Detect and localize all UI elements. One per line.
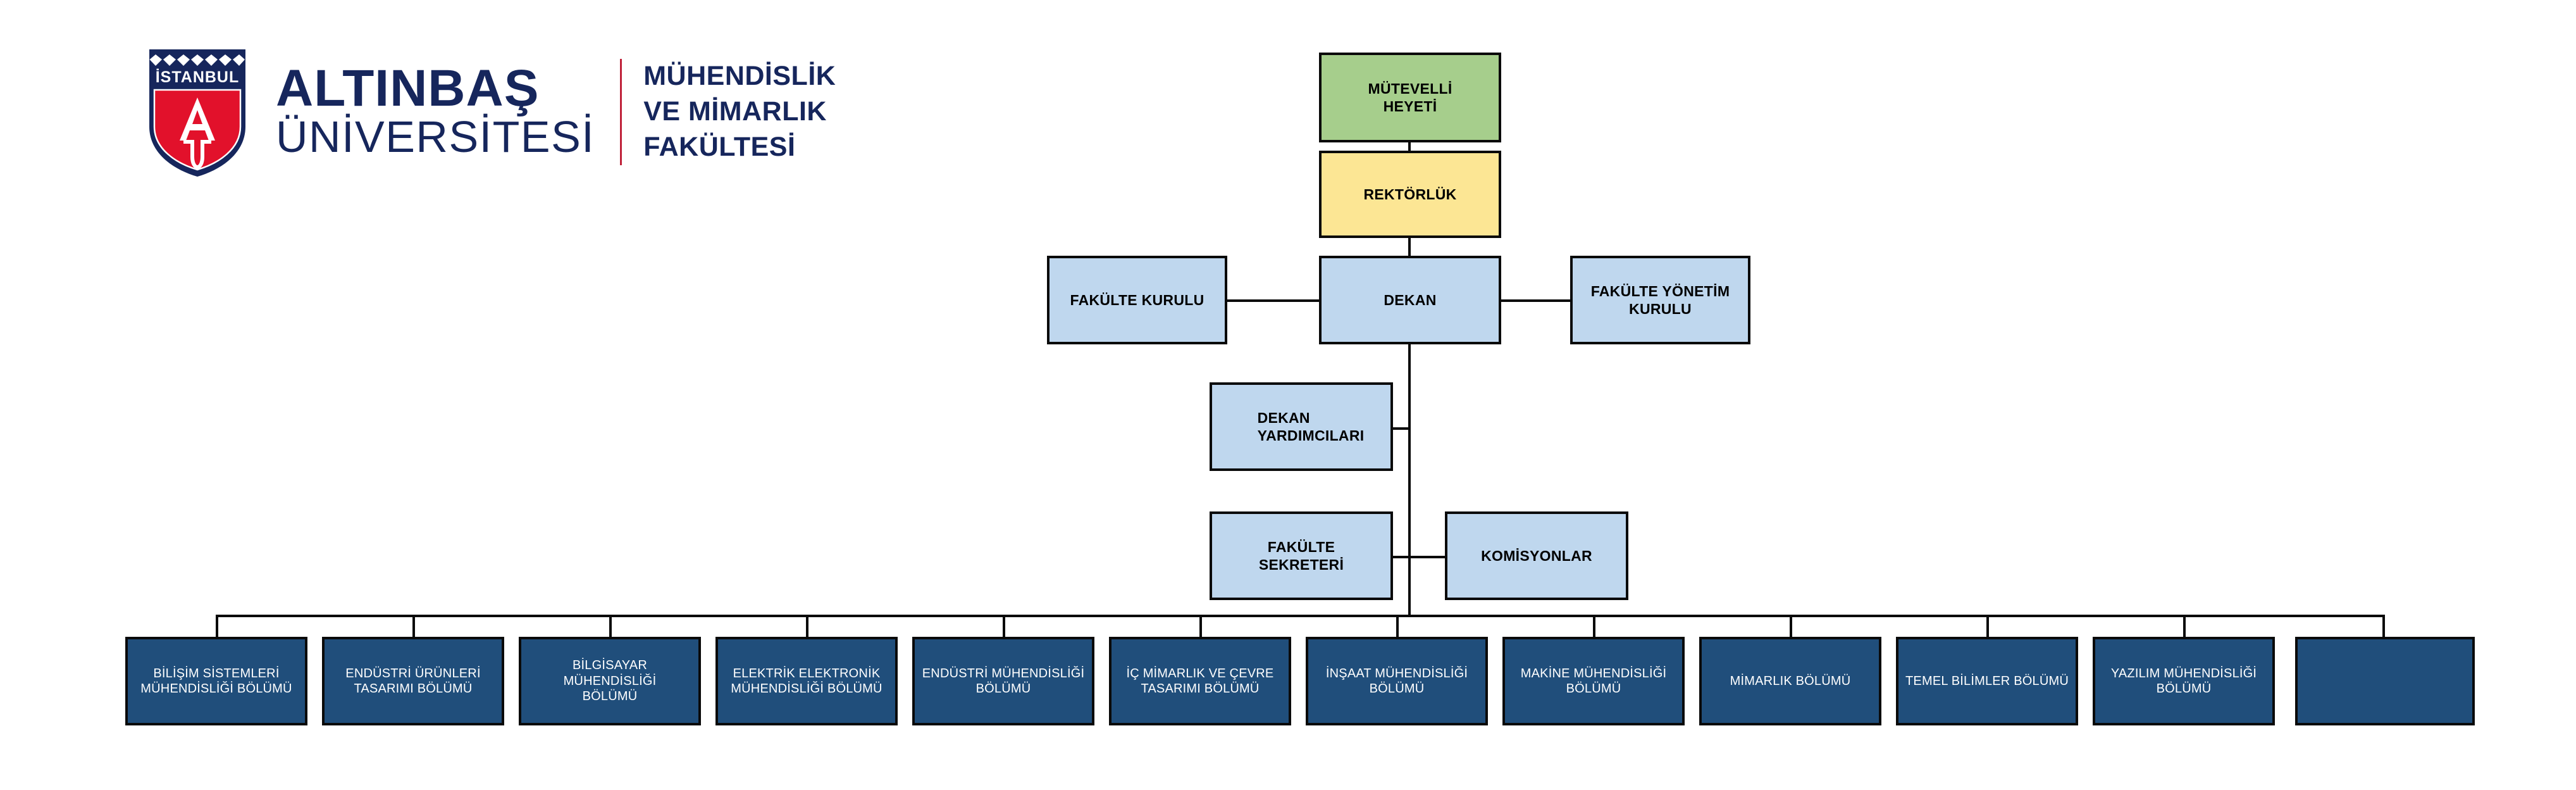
fs-line1: FAKÜLTE (1267, 538, 1335, 555)
connector-drop-4 (806, 615, 808, 638)
connector-dekan-spine (1408, 341, 1411, 617)
university-logo: İSTANBUL ALTINBAŞ ÜNİVERSİTESİ MÜHENDİSL… (147, 39, 893, 185)
dept-2-line2: TASARIMI BÖLÜMÜ (354, 682, 473, 696)
department-label: İNŞAAT MÜHENDİSLİĞİ BÖLÜMÜ (1321, 666, 1473, 697)
department-label: BİLGİSAYAR MÜHENDİSLİĞİ BÖLÜMÜ (521, 658, 698, 704)
logo-divider (620, 59, 622, 165)
svg-text:İSTANBUL: İSTANBUL (156, 68, 240, 86)
faculty-line-2: VE MİMARLIK (643, 96, 827, 127)
department-label: YAZILIM MÜHENDİSLİĞİ BÖLÜMÜ (2106, 666, 2262, 697)
faculty-line-1: MÜHENDİSLİK (643, 61, 836, 92)
mutevelli-line1: MÜTEVELLİ (1368, 80, 1452, 97)
department-label: ELEKTRİK ELEKTRONİK MÜHENDİSLİĞİ BÖLÜMÜ (726, 666, 887, 697)
node-fakulte-sekreteri[interactable]: FAKÜLTE SEKRETERİ (1210, 511, 1393, 600)
node-label: DEKAN (1384, 291, 1437, 308)
dept-1-line2: MÜHENDİSLİĞİ BÖLÜMÜ (140, 682, 292, 696)
node-label: FAKÜLTE KURULU (1070, 291, 1204, 308)
dept-10-line1: TEMEL BİLİMLER BÖLÜMÜ (1905, 674, 2069, 688)
logo-name-line1: ALTINBAŞ (276, 60, 540, 118)
department-label: İÇ MİMARLIK VE ÇEVRE TASARIMI BÖLÜMÜ (1122, 666, 1279, 697)
connector-dekan-fakulteyonetim (1497, 299, 1571, 302)
node-label: REKTÖRLÜK (1363, 185, 1457, 203)
connector-drop-8 (1593, 615, 1595, 638)
node-fakulte-yonetim-kurulu[interactable]: FAKÜLTE YÖNETİM KURULU (1570, 256, 1750, 344)
connector-drop-3 (609, 615, 612, 638)
node-department-3[interactable]: BİLGİSAYAR MÜHENDİSLİĞİ BÖLÜMÜ (519, 637, 701, 725)
fyk-line1: FAKÜLTE YÖNETİM (1590, 282, 1730, 299)
department-label: MİMARLIK BÖLÜMÜ (1725, 674, 1856, 689)
dept-2-line1: ENDÜSTRİ ÜRÜNLERİ (345, 666, 481, 680)
logo-wordmark: ALTINBAŞ ÜNİVERSİTESİ (276, 60, 595, 162)
dept-6-line2: TASARIMI BÖLÜMÜ (1141, 682, 1260, 696)
node-rektorluk[interactable]: REKTÖRLÜK (1319, 151, 1501, 238)
node-department-5[interactable]: ENDÜSTRİ MÜHENDİSLİĞİ BÖLÜMÜ (912, 637, 1094, 725)
node-label: FAKÜLTE SEKRETERİ (1254, 538, 1349, 574)
connector-drop-9 (1790, 615, 1792, 638)
node-department-11[interactable]: YAZILIM MÜHENDİSLİĞİ BÖLÜMÜ (2093, 637, 2275, 725)
node-mutevelli-heyeti[interactable]: MÜTEVELLİ HEYETİ (1319, 53, 1501, 142)
node-department-12[interactable] (2295, 637, 2475, 725)
shield-crest-icon: İSTANBUL (147, 46, 248, 179)
node-label: FAKÜLTE YÖNETİM KURULU (1586, 282, 1735, 318)
node-department-9[interactable]: MİMARLIK BÖLÜMÜ (1699, 637, 1881, 725)
dept-7-line2: BÖLÜMÜ (1369, 682, 1425, 696)
connector-department-bus (217, 615, 2385, 617)
logo-name-line2: ÜNİVERSİTESİ (276, 112, 595, 162)
dept-9-line1: MİMARLIK BÖLÜMÜ (1730, 674, 1851, 688)
connector-drop-10 (1986, 615, 1989, 638)
dept-8-line2: BÖLÜMÜ (1566, 682, 1621, 696)
dept-5-line1: ENDÜSTRİ MÜHENDİSLİĞİ (922, 666, 1085, 680)
node-label: MÜTEVELLİ HEYETİ (1363, 80, 1457, 115)
fyk-line2: KURULU (1629, 301, 1692, 317)
node-department-1[interactable]: BİLİŞİM SİSTEMLERİ MÜHENDİSLİĞİ BÖLÜMÜ (125, 637, 307, 725)
dept-1-line1: BİLİŞİM SİSTEMLERİ (153, 666, 280, 680)
department-label: ENDÜSTRİ MÜHENDİSLİĞİ BÖLÜMÜ (917, 666, 1089, 697)
dy-line1: DEKAN (1257, 409, 1310, 426)
dept-3-line2: BÖLÜMÜ (582, 689, 638, 704)
department-label: MAKİNE MÜHENDİSLİĞİ BÖLÜMÜ (1516, 666, 1672, 697)
connector-drop-11 (2183, 615, 2186, 638)
node-department-10[interactable]: TEMEL BİLİMLER BÖLÜMÜ (1896, 637, 2078, 725)
dept-7-line1: İNŞAAT MÜHENDİSLİĞİ (1325, 666, 1468, 680)
department-label: ENDÜSTRİ ÜRÜNLERİ TASARIMI BÖLÜMÜ (340, 666, 485, 697)
department-label: TEMEL BİLİMLER BÖLÜMÜ (1900, 674, 2074, 689)
node-department-8[interactable]: MAKİNE MÜHENDİSLİĞİ BÖLÜMÜ (1502, 637, 1685, 725)
dept-4-line1: ELEKTRİK ELEKTRONİK (733, 666, 881, 680)
node-dekan-yardimcilari[interactable]: DEKAN YARDIMCILARI (1210, 382, 1393, 471)
mutevelli-line2: HEYETİ (1383, 98, 1437, 115)
connector-drop-2 (412, 615, 415, 638)
connector-drop-7 (1396, 615, 1399, 638)
dept-3-line1: BİLGİSAYAR MÜHENDİSLİĞİ (563, 658, 657, 688)
node-department-4[interactable]: ELEKTRİK ELEKTRONİK MÜHENDİSLİĞİ BÖLÜMÜ (715, 637, 898, 725)
node-komisyonlar[interactable]: KOMİSYONLAR (1445, 511, 1628, 600)
dept-11-line1: YAZILIM MÜHENDİSLİĞİ (2110, 666, 2257, 680)
node-department-7[interactable]: İNŞAAT MÜHENDİSLİĞİ BÖLÜMÜ (1306, 637, 1488, 725)
connector-mutevelli-rektorluk (1408, 142, 1411, 151)
department-label: BİLİŞİM SİSTEMLERİ MÜHENDİSLİĞİ BÖLÜMÜ (135, 666, 297, 697)
connector-drop-1 (216, 615, 218, 638)
dept-8-line1: MAKİNE MÜHENDİSLİĞİ (1520, 666, 1667, 680)
logo-faculty-name: MÜHENDİSLİK VE MİMARLIK FAKÜLTESİ (643, 59, 836, 165)
faculty-line-3: FAKÜLTESİ (643, 131, 796, 162)
connector-drop-5 (1003, 615, 1005, 638)
connector-fakultesekreteri-komisyonlar (1408, 556, 1450, 558)
fs-line2: SEKRETERİ (1258, 556, 1344, 573)
node-label: DEKAN YARDIMCILARI (1234, 409, 1370, 444)
node-department-2[interactable]: ENDÜSTRİ ÜRÜNLERİ TASARIMI BÖLÜMÜ (322, 637, 504, 725)
dept-11-line2: BÖLÜMÜ (2156, 682, 2212, 696)
dept-4-line2: MÜHENDİSLİĞİ BÖLÜMÜ (731, 682, 882, 696)
node-label: KOMİSYONLAR (1481, 547, 1592, 564)
dy-line2: YARDIMCILARI (1257, 427, 1365, 444)
connector-rektorluk-dekan (1408, 237, 1411, 258)
node-dekan[interactable]: DEKAN (1319, 256, 1501, 344)
node-department-6[interactable]: İÇ MİMARLIK VE ÇEVRE TASARIMI BÖLÜMÜ (1109, 637, 1291, 725)
connector-drop-6 (1199, 615, 1202, 638)
node-fakulte-kurulu[interactable]: FAKÜLTE KURULU (1047, 256, 1227, 344)
dept-6-line1: İÇ MİMARLIK VE ÇEVRE (1126, 666, 1274, 680)
connector-fakultekurulu-dekan (1226, 299, 1320, 302)
dept-5-line2: BÖLÜMÜ (975, 682, 1031, 696)
connector-drop-12 (2382, 615, 2385, 638)
